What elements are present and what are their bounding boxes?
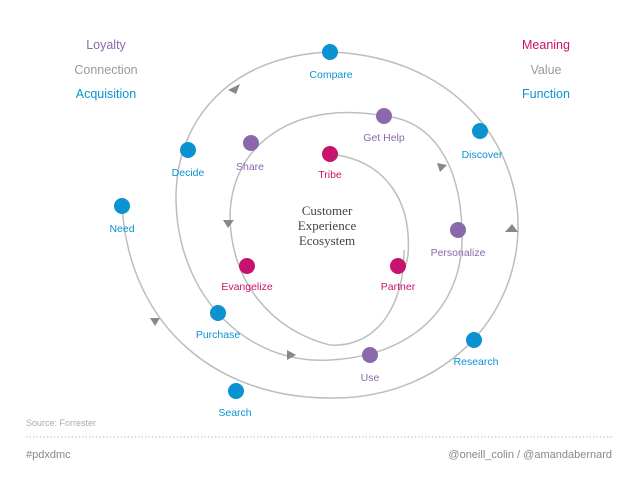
node-evangelize (239, 258, 255, 274)
arrow-bottom-middle (287, 350, 296, 360)
node-labels: Compare Discover Research Search Purchas… (109, 69, 502, 419)
label-personalize: Personalize (431, 247, 486, 259)
node-get-help (376, 108, 392, 124)
middle-ring (175, 51, 463, 361)
legend-loyalty: Loyalty (86, 38, 126, 52)
label-purchase: Purchase (196, 329, 241, 341)
node-discover (472, 123, 488, 139)
legend-connection: Connection (74, 63, 137, 77)
label-partner: Partner (381, 281, 416, 293)
node-search (228, 383, 244, 399)
label-compare: Compare (309, 69, 352, 81)
label-search: Search (218, 407, 251, 419)
node-research (466, 332, 482, 348)
label-tribe: Tribe (318, 169, 342, 181)
center-line-1: Customer (302, 203, 353, 218)
legend-acquisition: Acquisition (76, 87, 136, 101)
footer-hashtag: #pdxdmc (26, 449, 71, 461)
center-line-3: Ecosystem (299, 233, 355, 248)
arrow-bottom-left (150, 318, 160, 326)
label-evangelize: Evangelize (221, 281, 273, 293)
arrow-left-inner (223, 220, 234, 228)
label-decide: Decide (172, 167, 205, 179)
node-share (243, 135, 259, 151)
outer-ring (121, 51, 519, 399)
label-use: Use (361, 372, 380, 384)
footer-credits: @oneill_colin / @amandabernard (448, 449, 612, 461)
node-decide (180, 142, 196, 158)
label-share: Share (236, 161, 264, 173)
arrow-right-outer (505, 224, 518, 232)
arrow-right-middle (437, 163, 447, 172)
nodes (114, 44, 488, 399)
node-compare (322, 44, 338, 60)
label-discover: Discover (462, 149, 503, 161)
arrow-top-left (228, 84, 240, 94)
label-get-help: Get Help (363, 132, 405, 144)
label-research: Research (454, 356, 499, 368)
legend-left: Loyalty Connection Acquisition (74, 38, 137, 101)
legend-value: Value (530, 63, 561, 77)
node-partner (390, 258, 406, 274)
center-line-2: Experience (298, 218, 357, 233)
legend-function: Function (522, 87, 570, 101)
node-need (114, 198, 130, 214)
legend-meaning: Meaning (522, 38, 570, 52)
direction-arrows (150, 84, 518, 360)
label-need: Need (109, 223, 134, 235)
inner-ring (229, 111, 405, 346)
legend-right: Meaning Value Function (522, 38, 570, 101)
center-title: Customer Experience Ecosystem (298, 203, 357, 248)
source-note: Source: Forrester (26, 418, 96, 428)
node-personalize (450, 222, 466, 238)
node-tribe (322, 146, 338, 162)
node-purchase (210, 305, 226, 321)
node-use (362, 347, 378, 363)
